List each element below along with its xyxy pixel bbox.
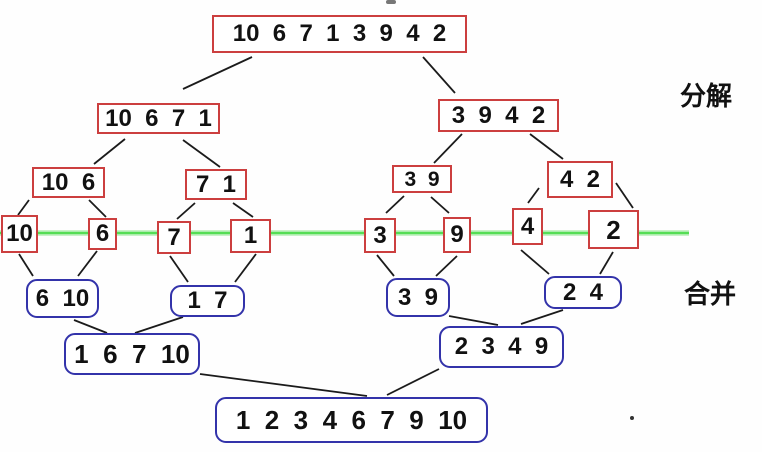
connector-line	[615, 182, 634, 209]
connector-line	[422, 56, 456, 94]
connector-line	[182, 139, 221, 168]
divide-phase-label: 分解	[680, 81, 733, 111]
connector-line	[599, 251, 614, 275]
connector-line	[527, 187, 540, 204]
connector-line	[18, 253, 34, 277]
divide-single-box-6: 6	[88, 218, 117, 250]
connector-line	[77, 250, 98, 277]
connector-line	[199, 373, 368, 397]
divide-single-box-3: 3	[364, 218, 396, 253]
merge-pair-box-3-9: 3 9	[386, 278, 450, 317]
divide-quarter-box-4-2: 4 2	[547, 161, 613, 198]
connector-line	[232, 202, 254, 218]
divide-quarter-box-10-6: 10 6	[32, 167, 105, 198]
connector-line	[17, 199, 30, 216]
merge-phase-label: 合并	[684, 279, 737, 309]
connector-line	[134, 316, 184, 334]
divide-quarter-box-3-9: 3 9	[392, 165, 452, 193]
divide-quarter-box-7-1: 7 1	[185, 169, 247, 200]
merge-pair-box-1-7: 1 7	[170, 285, 245, 317]
merge-pair-box-2-4: 2 4	[544, 276, 622, 309]
cropped-text-artifact	[386, 0, 396, 4]
connector-line	[520, 249, 550, 275]
divide-single-box-10: 10	[1, 215, 38, 253]
merge-quad-box-1-6-7-10: 1 6 7 10	[64, 333, 200, 375]
connector-line	[234, 253, 257, 283]
connector-line	[430, 196, 450, 214]
divide-left-half-box: 10 6 7 1	[97, 103, 220, 134]
divide-single-box-1: 1	[230, 219, 271, 253]
connector-line	[88, 199, 107, 218]
connector-line	[386, 368, 440, 396]
divide-single-box-4: 4	[512, 208, 543, 245]
divide-single-box-2: 2	[588, 210, 639, 249]
merge-quad-box-2-3-4-9: 2 3 4 9	[439, 326, 564, 368]
connector-line	[93, 138, 126, 165]
connector-line	[448, 315, 499, 326]
stray-dot-artifact	[630, 416, 634, 420]
merge-result-box: 1 2 3 4 6 7 9 10	[215, 397, 488, 443]
connector-line	[435, 255, 458, 277]
connector-line	[73, 319, 108, 334]
connector-line	[520, 309, 564, 325]
connector-line	[376, 254, 395, 277]
divide-single-box-7: 7	[157, 221, 191, 254]
connector-line	[529, 133, 564, 160]
divide-root-box: 10 6 7 1 3 9 4 2	[212, 15, 467, 53]
connector-line	[182, 56, 253, 90]
connector-line	[433, 133, 463, 164]
divide-single-box-9: 9	[443, 217, 471, 253]
connector-line	[169, 255, 189, 283]
connector-line	[385, 195, 405, 214]
divide-right-half-box: 3 9 4 2	[438, 99, 559, 132]
connector-line	[176, 202, 196, 220]
merge-pair-box-6-10: 6 10	[26, 279, 99, 318]
